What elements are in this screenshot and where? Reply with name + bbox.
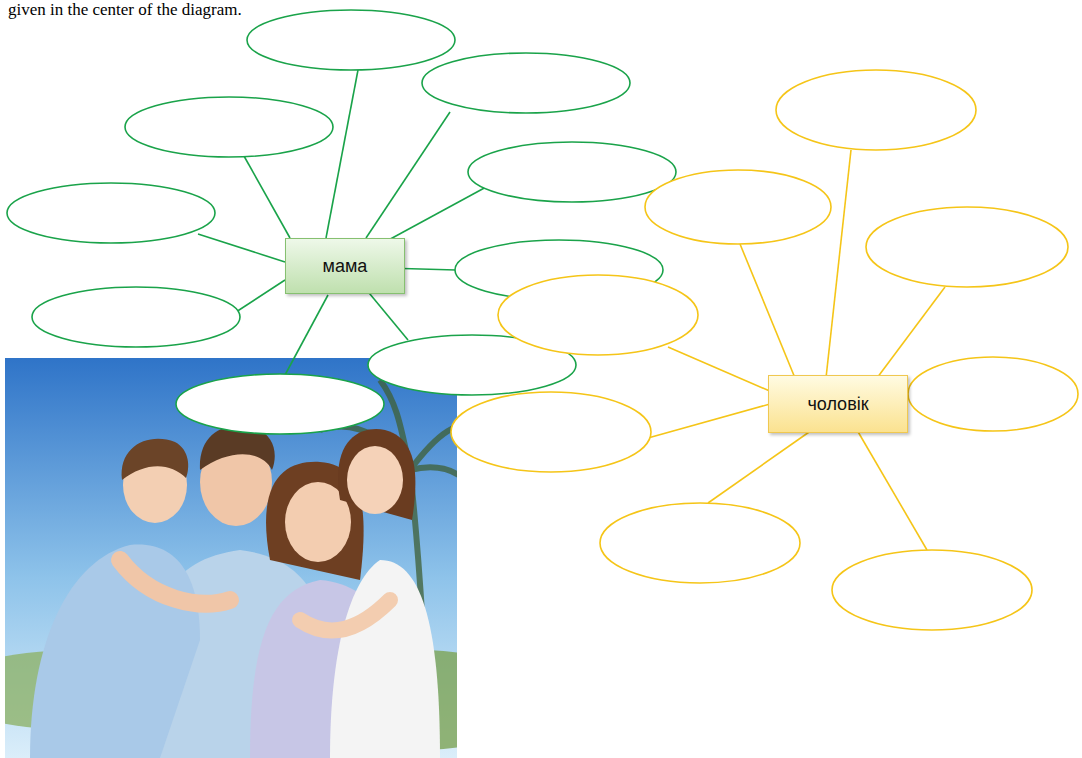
center-box: мама	[285, 238, 405, 294]
node-label: чоловік	[807, 394, 868, 415]
empty-ellipses	[7, 10, 676, 434]
instruction-text: given in the center of the diagram.	[8, 0, 242, 20]
empty-ellipses	[451, 70, 1078, 630]
node-label: мама	[323, 256, 368, 277]
center-box: чоловік	[768, 375, 908, 433]
family-photo	[5, 358, 457, 758]
